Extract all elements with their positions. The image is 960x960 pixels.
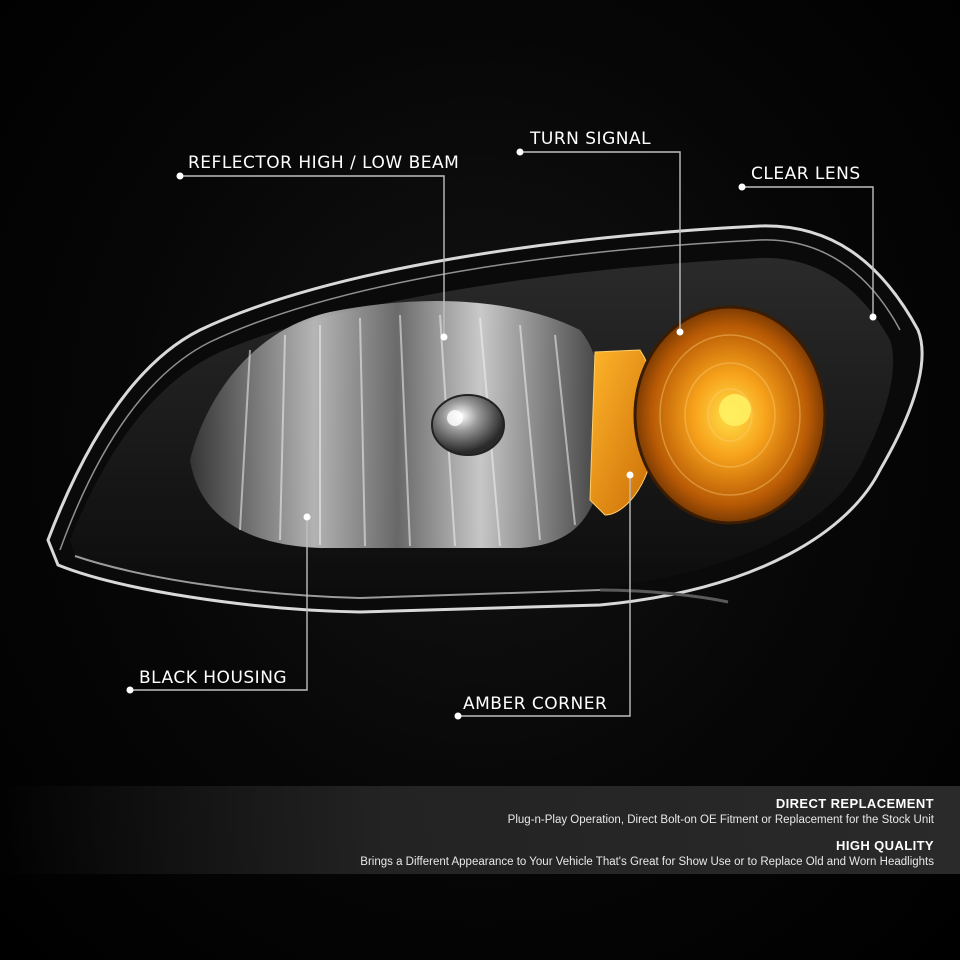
- feature-title-direct-replacement: DIRECT REPLACEMENT: [775, 796, 934, 811]
- callout-clear-lens: CLEAR LENS: [751, 164, 861, 184]
- leader-dots: [126, 148, 877, 720]
- reflector-leader: [180, 175, 445, 337]
- callout-turn-signal: TURN SIGNAL: [530, 129, 652, 149]
- feature-title-high-quality: HIGH QUALITY: [836, 838, 934, 853]
- leader-lines: [130, 151, 874, 717]
- reflector-chrome: [190, 300, 605, 548]
- amber-corner-leader: [458, 475, 631, 717]
- callout-amber-corner: AMBER CORNER: [463, 694, 608, 714]
- clear-lens-leader: [742, 186, 874, 317]
- feature-desc-high-quality: Brings a Different Appearance to Your Ve…: [360, 856, 934, 868]
- feature-desc-direct-replacement: Plug-n-Play Operation, Direct Bolt-on OE…: [507, 814, 934, 826]
- callout-reflector: REFLECTOR HIGH / LOW BEAM: [188, 153, 460, 173]
- callout-black-housing: BLACK HOUSING: [139, 668, 288, 688]
- black-housing-leader: [130, 517, 308, 691]
- bulb: [431, 394, 505, 456]
- turn-signal-leader: [520, 151, 681, 332]
- features-banner: DIRECT REPLACEMENT Plug-n-Play Operation…: [0, 786, 960, 874]
